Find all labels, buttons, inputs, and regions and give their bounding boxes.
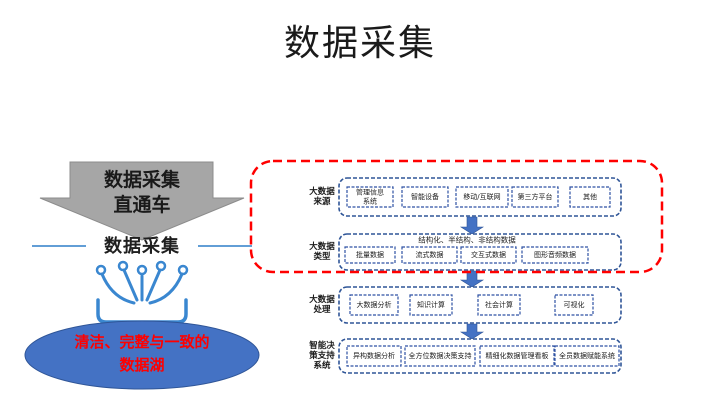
data-lake-line1: 清洁、完整与一致的: [74, 333, 209, 351]
layer-item: 大数据分析: [349, 294, 399, 316]
layer-item: 精细化数据管理看板: [479, 345, 555, 367]
layer-label: 类型: [313, 251, 331, 262]
left-panel: 数据采集 直通车 数据采集 清洁、完整与一致的 数据湖: [24, 161, 260, 390]
layer-item: 流式数据: [401, 246, 458, 264]
layer-label: 大数据: [309, 294, 335, 305]
item-label: 知识计算: [417, 300, 445, 309]
item-label: 其他: [583, 192, 597, 201]
item-box: [349, 294, 399, 316]
layer-label: 处理: [312, 304, 331, 315]
highlight-frame: [249, 159, 664, 274]
item-box: [401, 186, 449, 208]
layer-item: 全方位数据决策支持: [404, 345, 476, 367]
layer-item: 社会计算: [477, 294, 521, 316]
flow-arrow: [459, 216, 485, 235]
flow-arrow: [459, 270, 485, 288]
item-label: 可视化: [564, 300, 585, 309]
layer-label: 大数据: [309, 241, 335, 252]
item-label: 异构数据分析: [353, 351, 395, 360]
data-lake-line2: 数据湖: [119, 356, 164, 374]
layer-item: 交互式数据: [460, 246, 517, 264]
item-label: 全员数据赋能系统: [559, 351, 615, 360]
item-box: [554, 294, 594, 316]
layer-label: 智能决: [308, 340, 335, 351]
item-label: 智能设备: [411, 192, 439, 201]
item-label: 交互式数据: [471, 250, 506, 259]
page-title: 数据采集: [283, 23, 436, 64]
layer-item: 可视化: [554, 294, 594, 316]
architecture-panel: 大数据来源管理信息系统智能设备移动/互联网第三方平台其他大数据类型结构化、半结构…: [308, 177, 622, 374]
data-lake-ellipse: [24, 320, 260, 390]
funnel-icon: [95, 260, 189, 324]
layer-item: 全员数据赋能系统: [554, 345, 620, 367]
item-label: 管理信息: [356, 188, 384, 197]
item-box: [409, 294, 453, 316]
layer-item: 其他: [569, 186, 611, 208]
item-box: [521, 246, 589, 264]
item-box: [511, 186, 559, 208]
item-label: 移动/互联网: [463, 192, 500, 201]
layer-item: 智能设备: [401, 186, 449, 208]
layer-item: 知识计算: [409, 294, 453, 316]
flow-arrow: [459, 323, 485, 340]
layer-label: 系统: [313, 360, 331, 371]
layer-item: 异构数据分析: [346, 345, 402, 367]
layer-label: 策支持: [308, 350, 335, 361]
layer-label: 大数据: [309, 186, 335, 197]
item-box: [479, 345, 555, 367]
item-box: [404, 345, 476, 367]
item-box: [569, 186, 611, 208]
layer-item: 图形音频数据: [521, 246, 589, 264]
layer-item: 批量数据: [344, 246, 396, 264]
item-box: [346, 186, 394, 208]
layer-item: 第三方平台: [511, 186, 559, 208]
arrow-label-line2: 直通车: [113, 193, 170, 216]
item-label: 大数据分析: [357, 300, 392, 309]
layer-item: 移动/互联网: [455, 186, 509, 208]
item-label: 社会计算: [485, 300, 513, 309]
item-label: 第三方平台: [518, 192, 553, 201]
item-label: 全方位数据决策支持: [409, 351, 472, 360]
item-box: [455, 186, 509, 208]
item-label: 精细化数据管理看板: [486, 351, 549, 360]
item-box: [460, 246, 517, 264]
banner-text: 数据采集: [104, 235, 180, 257]
item-box: [477, 294, 521, 316]
item-box: [346, 345, 402, 367]
item-box: [401, 246, 458, 264]
arrow-label-line1: 数据采集: [104, 168, 181, 191]
item-label: 系统: [363, 197, 377, 206]
item-label: 批量数据: [356, 250, 384, 259]
item-box: [554, 345, 620, 367]
layer-label: 来源: [312, 196, 331, 207]
layer-note: 结构化、半结构、非结构数据: [418, 235, 516, 245]
item-label: 图形音频数据: [534, 250, 576, 259]
item-label: 流式数据: [416, 250, 444, 259]
downward-arrow: [39, 161, 245, 241]
item-box: [344, 246, 396, 264]
